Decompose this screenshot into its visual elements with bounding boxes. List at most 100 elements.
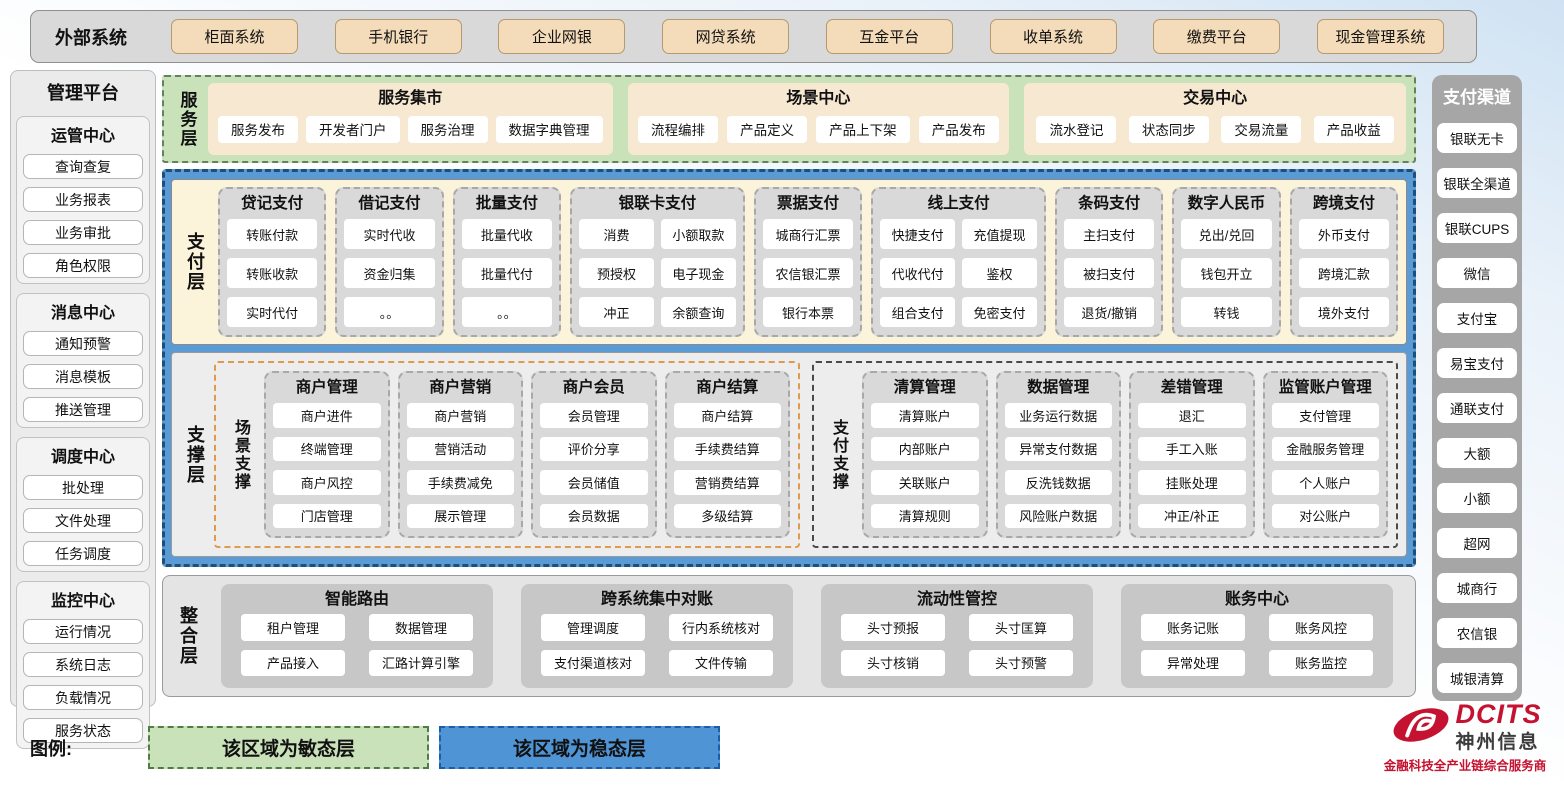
payment-item[interactable]: 批量代付 [462,258,552,288]
payment-item[interactable]: 银行本票 [763,297,853,327]
management-item[interactable]: 查询查复 [23,154,143,179]
channel-item[interactable]: 支付宝 [1437,303,1517,333]
payment-item[interactable]: 转账付款 [227,219,317,249]
payment-item[interactable]: 主扫支付 [1064,219,1154,249]
service-item[interactable]: 开发者门户 [306,116,400,143]
support-item[interactable]: 反洗钱数据 [1005,470,1113,495]
support-item[interactable]: 会员储值 [540,470,648,495]
support-item[interactable]: 金融服务管理 [1272,437,1380,462]
external-system-chip[interactable]: 缴费平台 [1153,19,1280,54]
service-item[interactable]: 产品定义 [727,116,807,143]
management-item[interactable]: 运行情况 [23,619,143,644]
support-item[interactable]: 展示管理 [407,504,515,529]
management-item[interactable]: 任务调度 [23,541,143,566]
support-item[interactable]: 手工入账 [1138,437,1246,462]
external-system-chip[interactable]: 现金管理系统 [1317,19,1444,54]
service-item[interactable]: 产品发布 [919,116,999,143]
service-item[interactable]: 产品上下架 [816,116,910,143]
support-item[interactable]: 对公账户 [1272,504,1380,529]
external-system-chip[interactable]: 柜面系统 [171,19,298,54]
payment-item[interactable]: 兑出/兑回 [1181,219,1271,249]
integration-item[interactable]: 管理调度 [541,614,645,641]
integration-item[interactable]: 账务记账 [1141,614,1245,641]
payment-item[interactable]: 消费 [579,219,654,249]
support-item[interactable]: 风险账户数据 [1005,504,1113,529]
support-item[interactable]: 营销活动 [407,437,515,462]
service-item[interactable]: 流程编排 [638,116,718,143]
integration-item[interactable]: 汇路计算引擎 [369,650,473,677]
payment-item[interactable]: 电子现金 [661,258,736,288]
external-system-chip[interactable]: 手机银行 [335,19,462,54]
management-item[interactable]: 业务报表 [23,187,143,212]
payment-item[interactable]: 资金归集 [344,258,434,288]
channel-item[interactable]: 大额 [1437,438,1517,468]
payment-item[interactable]: 。。 [344,297,434,327]
channel-item[interactable]: 城银清算 [1437,663,1517,693]
payment-item[interactable]: 城商行汇票 [763,219,853,249]
integration-item[interactable]: 账务监控 [1269,650,1373,677]
channel-item[interactable]: 小额 [1437,483,1517,513]
channel-item[interactable]: 通联支付 [1437,393,1517,423]
channel-item[interactable]: 超网 [1437,528,1517,558]
channel-item[interactable]: 易宝支付 [1437,348,1517,378]
payment-item[interactable]: 鉴权 [962,258,1037,288]
support-item[interactable]: 会员管理 [540,403,648,428]
integration-item[interactable]: 头寸匡算 [969,614,1073,641]
integration-item[interactable]: 异常处理 [1141,650,1245,677]
support-item[interactable]: 手续费减免 [407,470,515,495]
service-item[interactable]: 服务治理 [408,116,488,143]
support-item[interactable]: 会员数据 [540,504,648,529]
payment-item[interactable]: 钱包开立 [1181,258,1271,288]
service-item[interactable]: 交易流量 [1221,116,1301,143]
service-item[interactable]: 状态同步 [1129,116,1209,143]
integration-item[interactable]: 头寸核销 [841,650,945,677]
payment-item[interactable]: 代收代付 [880,258,955,288]
channel-item[interactable]: 银联CUPS [1437,213,1517,243]
support-item[interactable]: 手续费结算 [674,437,782,462]
payment-item[interactable]: 转钱 [1181,297,1271,327]
support-item[interactable]: 关联账户 [871,470,979,495]
channel-item[interactable]: 微信 [1437,258,1517,288]
payment-item[interactable]: 免密支付 [962,297,1037,327]
support-item[interactable]: 异常支付数据 [1005,437,1113,462]
service-item[interactable]: 数据字典管理 [496,116,603,143]
external-system-chip[interactable]: 企业网银 [498,19,625,54]
support-item[interactable]: 商户进件 [273,403,381,428]
integration-item[interactable]: 账务风控 [1269,614,1373,641]
payment-item[interactable]: 外币支付 [1299,219,1389,249]
payment-item[interactable]: 预授权 [579,258,654,288]
payment-item[interactable]: 实时代收 [344,219,434,249]
channel-item[interactable]: 农信银 [1437,618,1517,648]
support-item[interactable]: 营销费结算 [674,470,782,495]
payment-item[interactable]: 实时代付 [227,297,317,327]
management-item[interactable]: 推送管理 [23,397,143,422]
support-item[interactable]: 内部账户 [871,437,979,462]
service-item[interactable]: 产品收益 [1314,116,1394,143]
support-item[interactable]: 挂账处理 [1138,470,1246,495]
integration-item[interactable]: 头寸预警 [969,650,1073,677]
management-item[interactable]: 角色权限 [23,253,143,278]
payment-item[interactable]: 充值提现 [962,219,1037,249]
payment-item[interactable]: 快捷支付 [880,219,955,249]
support-item[interactable]: 业务运行数据 [1005,403,1113,428]
payment-item[interactable]: 转账收款 [227,258,317,288]
external-system-chip[interactable]: 网贷系统 [662,19,789,54]
service-item[interactable]: 服务发布 [218,116,298,143]
payment-item[interactable]: 退货/撤销 [1064,297,1154,327]
support-item[interactable]: 个人账户 [1272,470,1380,495]
support-item[interactable]: 冲正/补正 [1138,504,1246,529]
integration-item[interactable]: 文件传输 [669,650,773,677]
support-item[interactable]: 商户营销 [407,403,515,428]
payment-item[interactable]: 境外支付 [1299,297,1389,327]
service-item[interactable]: 流水登记 [1036,116,1116,143]
support-item[interactable]: 商户结算 [674,403,782,428]
management-item[interactable]: 系统日志 [23,652,143,677]
payment-item[interactable]: 农信银汇票 [763,258,853,288]
management-item[interactable]: 负载情况 [23,685,143,710]
channel-item[interactable]: 银联无卡 [1437,123,1517,153]
payment-item[interactable]: 跨境汇款 [1299,258,1389,288]
management-item[interactable]: 消息模板 [23,364,143,389]
external-system-chip[interactable]: 互金平台 [826,19,953,54]
payment-item[interactable]: 批量代收 [462,219,552,249]
management-item[interactable]: 批处理 [23,475,143,500]
